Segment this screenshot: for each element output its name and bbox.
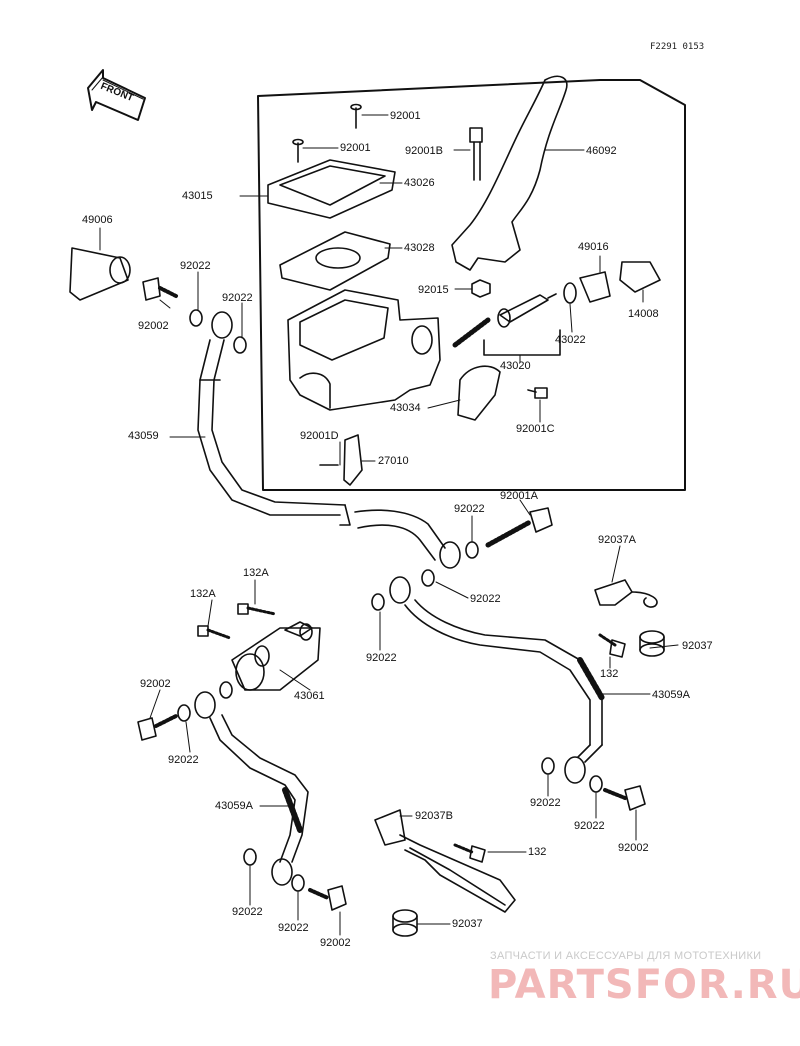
bolt-132A-icon <box>237 603 277 616</box>
part-label-92022: 92022 <box>168 754 199 766</box>
grommet-92037-second-icon <box>392 909 418 937</box>
front-arrow-icon <box>87 69 146 121</box>
brake-lever-icon <box>451 75 568 271</box>
holder-43034-icon <box>457 365 501 421</box>
part-label-43059A: 43059A <box>652 689 690 701</box>
screw-92001-second-icon <box>292 138 304 163</box>
clamp-92037A-icon <box>594 579 658 608</box>
banjo-bolt-top-icon <box>142 277 178 301</box>
part-label-92002: 92002 <box>618 842 649 854</box>
banjo-bolt-right-icon <box>603 785 646 811</box>
bolt-92001C-icon <box>527 387 548 399</box>
part-label-92037A: 92037A <box>598 534 636 546</box>
washer-43022-icon <box>563 282 577 304</box>
part-label-92002: 92002 <box>140 678 171 690</box>
part-label-43059: 43059 <box>128 430 159 442</box>
part-label-92022: 92022 <box>278 922 309 934</box>
nut-92015-icon <box>471 279 491 298</box>
part-label-49006: 49006 <box>82 214 113 226</box>
part-label-132A: 132A <box>243 567 269 579</box>
master-cylinder-body-icon <box>287 289 441 411</box>
part-label-27010: 27010 <box>378 455 409 467</box>
banjo-bolt-92001A-icon <box>485 507 553 548</box>
part-label-92022: 92022 <box>222 292 253 304</box>
joint-43061-icon <box>231 621 321 691</box>
clamp-92037B-icon <box>374 809 516 913</box>
banjo-bolt-left-icon <box>137 714 178 741</box>
part-label-46092: 46092 <box>586 145 617 157</box>
washer-icon <box>291 874 305 892</box>
part-label-92022: 92022 <box>470 593 501 605</box>
part-label-43061: 43061 <box>294 690 325 702</box>
diagram-code: F2291 0153 <box>650 42 705 52</box>
cap-14008-icon <box>619 261 661 293</box>
part-label-92022: 92022 <box>366 652 397 664</box>
part-label-92037: 92037 <box>452 918 483 930</box>
watermark-tagline: ЗАПЧАСТИ И АКСЕССУАРЫ ДЛЯ МОТОТЕХНИКИ <box>490 950 762 962</box>
screw-92001-icon <box>350 103 362 129</box>
part-label-43026: 43026 <box>404 177 435 189</box>
washer-icon <box>465 541 479 559</box>
piston-assembly-icon <box>452 293 561 356</box>
part-label-92001D: 92001D <box>300 430 339 442</box>
part-label-132: 132 <box>528 846 547 858</box>
boot-49016-icon <box>579 271 611 303</box>
part-label-92022: 92022 <box>454 503 485 515</box>
part-label-92022: 92022 <box>574 820 605 832</box>
washer-icon <box>371 593 385 611</box>
part-label-49016: 49016 <box>578 241 609 253</box>
part-label-43034: 43034 <box>390 402 421 414</box>
reservoir-cap-icon <box>267 159 396 219</box>
washer-icon <box>177 704 191 722</box>
part-label-92002: 92002 <box>138 320 169 332</box>
bolt-92001B-icon <box>469 127 483 181</box>
watermark-logo: PARTSFOR.RU <box>488 962 800 1008</box>
part-label-43059A: 43059A <box>215 800 253 812</box>
part-label-14008: 14008 <box>628 308 659 320</box>
washer-icon <box>589 775 603 793</box>
part-label-92001B: 92001B <box>405 145 443 157</box>
part-label-92022: 92022 <box>180 260 211 272</box>
brake-hose-43059-icon <box>197 311 461 569</box>
bracket-27010-icon <box>319 434 363 486</box>
washer-icon <box>233 336 247 354</box>
assembly-outline-box <box>257 79 686 491</box>
part-label-92002: 92002 <box>320 937 351 949</box>
part-label-92022: 92022 <box>530 797 561 809</box>
part-label-92001: 92001 <box>340 142 371 154</box>
cap-49006-icon <box>69 247 131 301</box>
washer-icon <box>541 757 555 775</box>
washer-icon <box>421 569 435 587</box>
part-label-92037B: 92037B <box>415 810 453 822</box>
part-label-43020: 43020 <box>500 360 531 372</box>
part-label-92037: 92037 <box>682 640 713 652</box>
bolt-132A-second-icon <box>197 625 232 640</box>
bolt-132-icon <box>598 633 626 658</box>
part-label-92001: 92001 <box>390 110 421 122</box>
part-label-92001A: 92001A <box>500 490 538 502</box>
grommet-92037-icon <box>639 630 665 657</box>
part-label-92001C: 92001C <box>516 423 555 435</box>
washer-icon <box>243 848 257 866</box>
brake-hose-43059A-left-icon <box>194 691 309 886</box>
washer-icon <box>189 309 203 327</box>
washer-icon <box>219 681 233 699</box>
part-label-43022: 43022 <box>555 334 586 346</box>
part-label-132A: 132A <box>190 588 216 600</box>
part-label-92022: 92022 <box>232 906 263 918</box>
brake-hose-43059A-right-icon <box>389 576 605 784</box>
part-label-43015: 43015 <box>182 190 213 202</box>
bolt-132-second-icon <box>453 843 486 863</box>
leader-lines <box>99 114 679 936</box>
diaphragm-icon <box>279 231 391 291</box>
part-label-43028: 43028 <box>404 242 435 254</box>
part-label-132: 132 <box>600 668 619 680</box>
part-label-92015: 92015 <box>418 284 449 296</box>
banjo-bolt-bottom-icon <box>308 885 347 911</box>
